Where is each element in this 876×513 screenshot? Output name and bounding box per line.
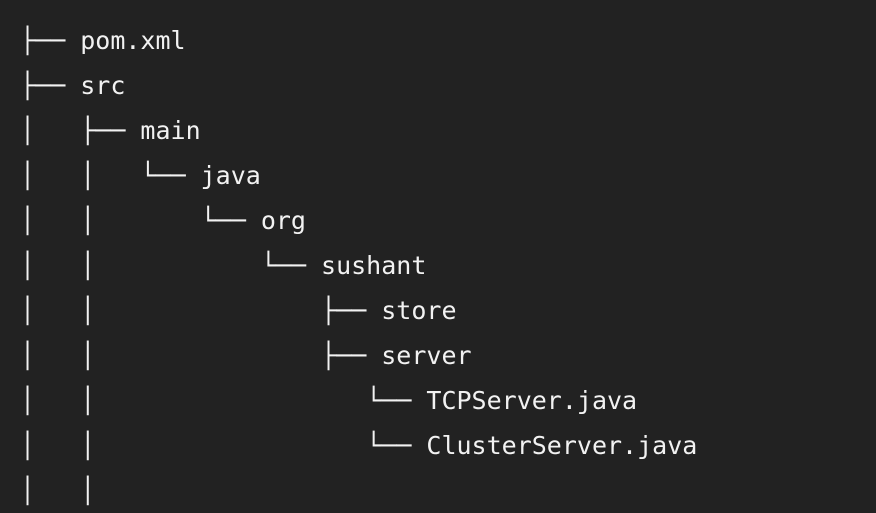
tree-branch-glyphs: │ │ ├── — [20, 341, 382, 370]
tree-row-ClusterServer.java[interactable]: │ │ └── ClusterServer.java — [0, 423, 876, 468]
tree-row-TCPServer.java[interactable]: │ │ └── TCPServer.java — [0, 378, 876, 423]
tree-branch-glyphs: │ │ — [20, 476, 96, 505]
tree-row-main[interactable]: │ ├── main — [0, 108, 876, 153]
tree-branch-glyphs: │ │ └── — [20, 386, 427, 415]
tree-guide-row: │ │ — [0, 468, 876, 513]
directory-name: sushant — [321, 251, 427, 280]
tree-row-src[interactable]: ├── src — [0, 63, 876, 108]
directory-name: main — [140, 116, 201, 145]
tree-row-java[interactable]: │ │ └── java — [0, 153, 876, 198]
tree-branch-glyphs: │ │ ├── — [20, 296, 382, 325]
directory-tree: ├── pom.xml├── src│ ├── main│ │ └── java… — [0, 18, 876, 513]
file-name: ClusterServer.java — [426, 431, 698, 460]
tree-branch-glyphs: │ │ └── — [20, 161, 201, 190]
tree-branch-glyphs: │ ├── — [20, 116, 141, 145]
tree-branch-glyphs: │ │ └── — [20, 206, 261, 235]
tree-branch-glyphs: ├── — [20, 26, 81, 55]
directory-name: src — [80, 71, 126, 100]
directory-name: java — [200, 161, 261, 190]
tree-row-server[interactable]: │ │ ├── server — [0, 333, 876, 378]
tree-row-org[interactable]: │ │ └── org — [0, 198, 876, 243]
directory-name: store — [381, 296, 457, 325]
tree-branch-glyphs: │ │ └── — [20, 251, 322, 280]
directory-name: org — [260, 206, 306, 235]
tree-row-sushant[interactable]: │ │ └── sushant — [0, 243, 876, 288]
tree-row-pom.xml[interactable]: ├── pom.xml — [0, 18, 876, 63]
file-name: TCPServer.java — [426, 386, 638, 415]
terminal-output-pane: ├── pom.xml├── src│ ├── main│ │ └── java… — [20, 26, 698, 505]
tree-branch-glyphs: │ │ └── — [20, 431, 427, 460]
tree-row-store[interactable]: │ │ ├── store — [0, 288, 876, 333]
file-name: pom.xml — [80, 26, 186, 55]
tree-branch-glyphs: ├── — [20, 71, 81, 100]
directory-name: server — [381, 341, 472, 370]
